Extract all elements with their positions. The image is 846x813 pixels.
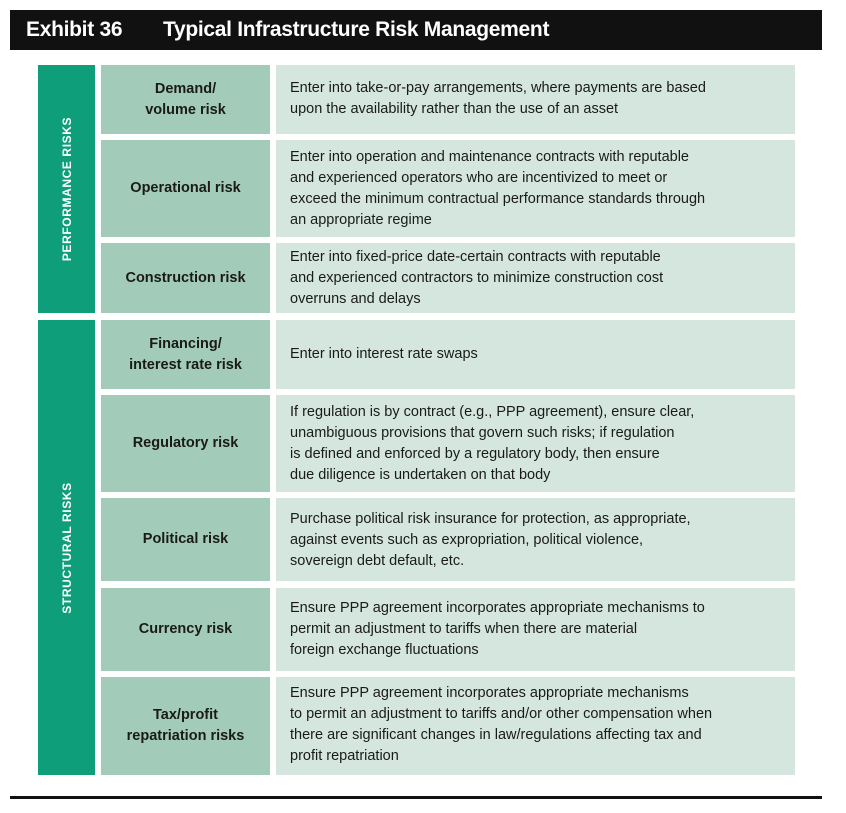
mitigation-cell: Purchase political risk insurance for pr… (276, 498, 795, 581)
risk-name-cell: Demand/ volume risk (101, 65, 270, 134)
risk-name-cell: Financing/ interest rate risk (101, 320, 270, 389)
risk-name-cell: Operational risk (101, 140, 270, 237)
mitigation-cell: If regulation is by contract (e.g., PPP … (276, 395, 795, 492)
group-label: PERFORMANCE RISKS (59, 116, 74, 262)
group-structural-risks: STRUCTURAL RISKS (38, 320, 95, 775)
mitigation-cell: Ensure PPP agreement incorporates approp… (276, 677, 795, 775)
mitigation-cell: Enter into operation and maintenance con… (276, 140, 795, 237)
exhibit-header: Exhibit 36 Typical Infrastructure Risk M… (10, 10, 822, 50)
mitigation-cell: Enter into take-or-pay arrangements, whe… (276, 65, 795, 134)
mitigation-cell: Enter into interest rate swaps (276, 320, 795, 389)
group-label: STRUCTURAL RISKS (59, 481, 74, 614)
bottom-rule (10, 796, 822, 799)
mitigation-cell: Ensure PPP agreement incorporates approp… (276, 588, 795, 671)
exhibit-title: Typical Infrastructure Risk Management (163, 18, 550, 41)
risk-name-cell: Regulatory risk (101, 395, 270, 492)
risk-name-cell: Currency risk (101, 588, 270, 671)
risk-name-cell: Political risk (101, 498, 270, 581)
exhibit-number: Exhibit 36 (26, 18, 123, 41)
group-performance-risks: PERFORMANCE RISKS (38, 65, 95, 313)
risk-name-cell: Tax/profit repatriation risks (101, 677, 270, 775)
mitigation-cell: Enter into fixed-price date-certain cont… (276, 243, 795, 313)
risk-name-cell: Construction risk (101, 243, 270, 313)
